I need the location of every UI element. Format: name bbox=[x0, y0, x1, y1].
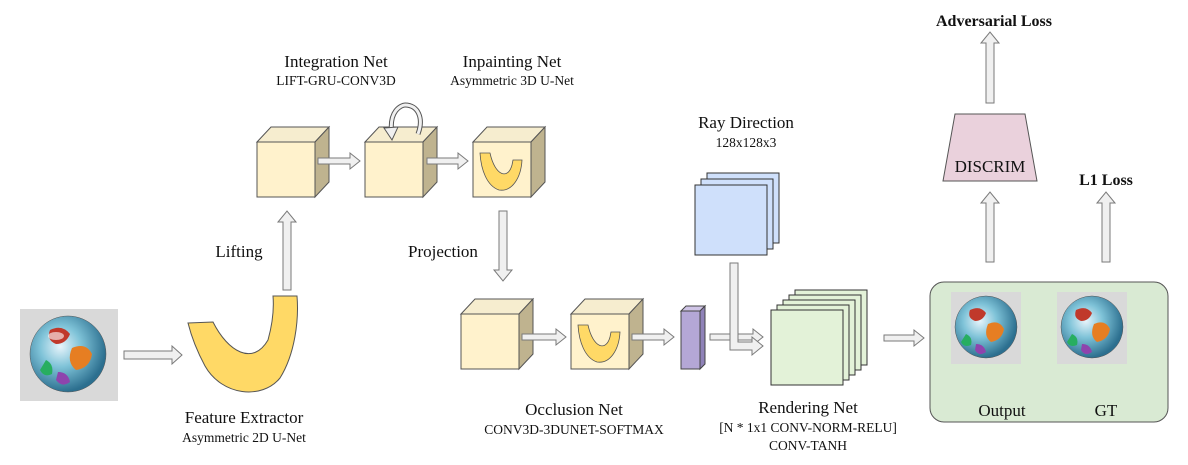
projection-label: Projection bbox=[408, 242, 478, 261]
inpainting-net-sublabel: Asymmetric 3D U-Net bbox=[450, 73, 574, 88]
rendering-net-label: Rendering Net bbox=[758, 398, 858, 417]
rendering-net-sublabel-1: [N * 1x1 CONV-NORM-RELU] bbox=[719, 420, 897, 435]
input-image bbox=[20, 309, 118, 401]
output-label: Output bbox=[978, 401, 1026, 420]
lifted-volume-cube bbox=[255, 125, 331, 199]
inpainting-net-cube bbox=[471, 125, 547, 199]
lifting-label: Lifting bbox=[215, 242, 263, 261]
inpainting-feature-icon bbox=[479, 152, 523, 191]
integration-net-cube bbox=[363, 125, 439, 199]
occlusion-net-cube bbox=[569, 297, 645, 371]
occlusion-net-label: Occlusion Net bbox=[525, 400, 623, 419]
arrow-ray-to-rendering bbox=[729, 262, 764, 357]
ray-direction-sublabel: 128x128x3 bbox=[716, 135, 777, 150]
arrow-gt-to-l1-loss bbox=[1095, 191, 1117, 263]
ray-direction-label: Ray Direction bbox=[698, 113, 794, 132]
rendering-net-sublabel-2: CONV-TANH bbox=[769, 438, 847, 453]
gt-image bbox=[1057, 292, 1127, 364]
arrow-lifting bbox=[276, 210, 298, 291]
adversarial-loss-label: Adversarial Loss bbox=[936, 13, 1052, 30]
inpainting-net-label: Inpainting Net bbox=[463, 52, 562, 71]
arrow-projection-to-occlusion bbox=[521, 327, 567, 347]
occlusion-net-sublabel: CONV3D-3DUNET-SOFTMAX bbox=[484, 422, 664, 437]
gt-label: GT bbox=[1095, 401, 1118, 420]
feature-extractor-shape bbox=[187, 295, 298, 393]
arrow-output-to-discrim bbox=[979, 191, 1001, 263]
discriminator-block bbox=[942, 113, 1038, 182]
rendering-net-stack bbox=[770, 289, 868, 386]
feature-extractor-label: Feature Extractor bbox=[185, 408, 304, 427]
arrow-rendering-to-output bbox=[883, 328, 925, 348]
occlusion-feature-icon bbox=[577, 324, 621, 363]
ray-direction-stack bbox=[694, 172, 780, 256]
l1-loss-label: L1 Loss bbox=[1079, 172, 1133, 189]
feature-extractor-sublabel: Asymmetric 2D U-Net bbox=[182, 430, 306, 445]
discrim-label: DISCRIM bbox=[955, 157, 1026, 176]
arrow-image-to-extractor bbox=[123, 344, 183, 366]
arrow-integration-to-inpainting bbox=[426, 151, 469, 171]
integration-net-sublabel: LIFT-GRU-CONV3D bbox=[276, 73, 396, 88]
arrow-projection bbox=[492, 210, 514, 282]
arrow-discrim-to-adversarial bbox=[979, 31, 1001, 104]
integration-net-label: Integration Net bbox=[284, 52, 388, 71]
occlusion-output-bar bbox=[679, 304, 707, 371]
arrow-occlusion-to-bar bbox=[631, 327, 675, 347]
output-image bbox=[951, 292, 1021, 364]
arrow-lift-to-integration bbox=[317, 151, 361, 171]
